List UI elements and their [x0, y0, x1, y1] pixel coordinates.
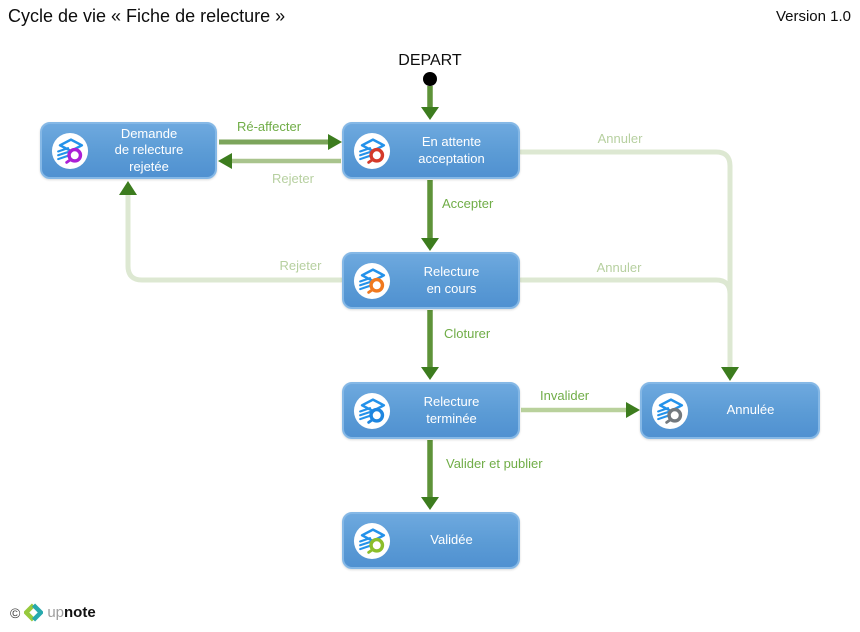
node-en-attente-acceptation: En attente acceptation — [342, 122, 520, 179]
node-label: Relecture en cours — [423, 263, 480, 296]
arrowhead-accepter — [421, 238, 439, 251]
edge-label-rejeter-top: Rejeter — [272, 171, 314, 186]
page-title: Cycle de vie « Fiche de relecture » — [8, 6, 286, 26]
node-demande-de-relecture-rejetee: Demande de relecture rejetée — [40, 122, 217, 179]
start-label: DEPART — [398, 52, 462, 69]
arrowhead-valider — [421, 497, 439, 510]
node-relecture-terminee: Relecture terminée — [342, 382, 520, 439]
edge-label-cloturer: Cloturer — [444, 326, 491, 341]
review-stack-icon — [51, 132, 89, 169]
connector-annuler-mid — [518, 277, 733, 371]
node-label: En attente acceptation — [418, 133, 485, 166]
arrowhead-rejetee-up — [119, 181, 137, 195]
edge-label-accepter: Accepter — [442, 196, 494, 211]
upnote-logo-icon — [24, 603, 44, 622]
review-stack-icon — [353, 522, 391, 559]
version-label: Version 1.0 — [775, 8, 851, 25]
edge-label-annuler-mid: Annuler — [596, 260, 642, 275]
arrowhead-invalider — [626, 402, 640, 418]
brand-note-text: note — [64, 604, 96, 621]
node-relecture-en-cours: Relecture en cours — [342, 252, 520, 309]
review-stack-icon — [651, 392, 689, 429]
edge-label-rejeter-mid: Rejeter — [279, 258, 322, 273]
node-validee: Validée — [342, 512, 520, 569]
copyright-symbol: © — [10, 604, 21, 621]
node-label: Demande de relecture rejetée — [114, 125, 184, 174]
node-label: Validée — [430, 532, 473, 548]
arrowhead-rejeter-top — [218, 153, 232, 169]
edge-label-invalider: Invalider — [540, 388, 590, 403]
start-dot — [423, 72, 437, 86]
review-stack-icon — [353, 262, 391, 299]
edge-label-valider-et-publier: Valider et publier — [446, 456, 543, 471]
connector-annuler-top — [518, 149, 733, 371]
edge-label-reaffecter: Ré-affecter — [236, 119, 302, 134]
edge-label-annuler-top: Annuler — [597, 131, 643, 146]
arrowhead-depart — [421, 107, 439, 120]
connector-rejeter-mid — [125, 190, 344, 283]
arrowhead-reaffecter — [328, 134, 342, 150]
arrowhead-cloturer — [421, 367, 439, 380]
brand-up-text: up — [47, 604, 65, 621]
review-stack-icon — [353, 392, 391, 429]
node-annulee: Annulée — [640, 382, 820, 439]
node-label: Relecture terminée — [423, 393, 480, 426]
review-stack-icon — [353, 132, 391, 169]
node-label: Annulée — [726, 402, 775, 418]
arrowhead-annulee — [721, 367, 739, 381]
